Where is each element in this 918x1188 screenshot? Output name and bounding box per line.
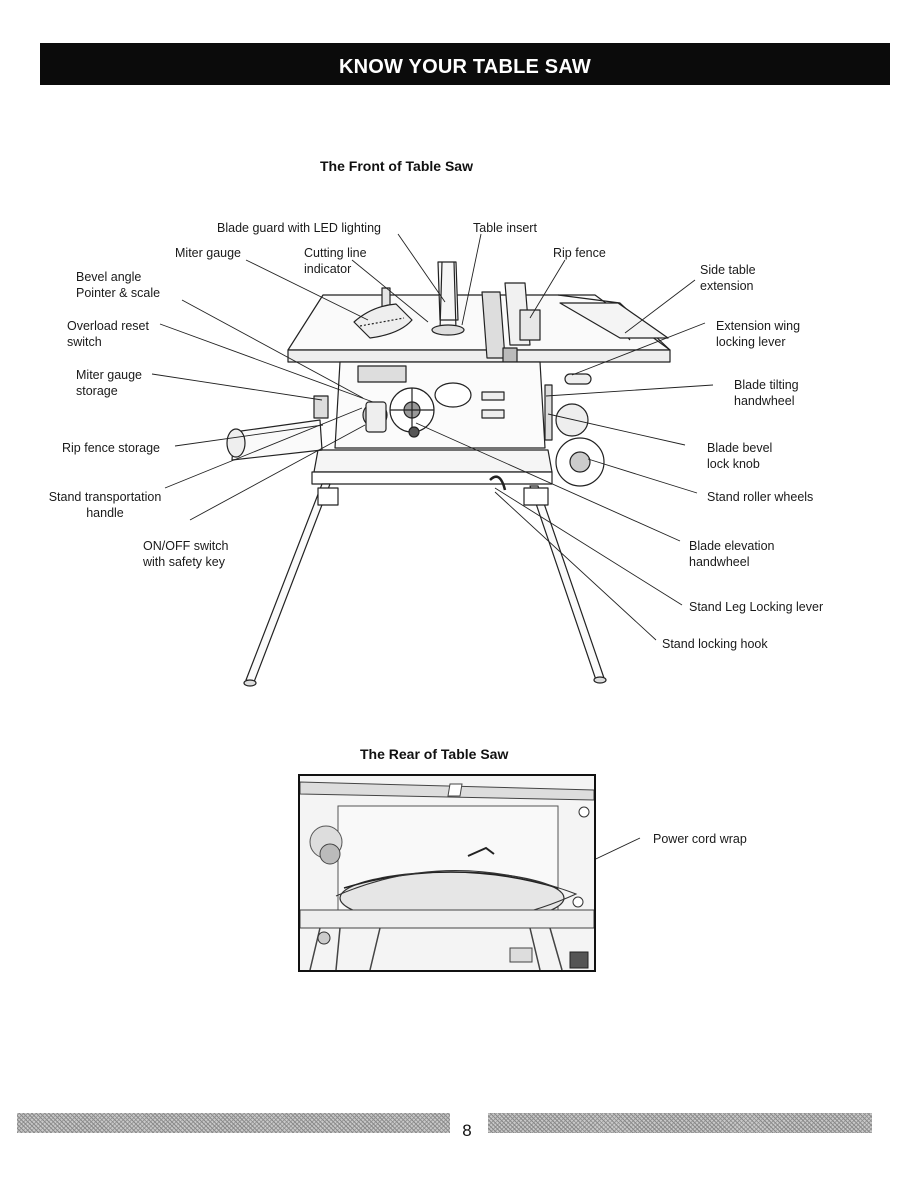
rear-section-title: The Rear of Table Saw	[360, 746, 509, 762]
label-overload: Overload reset switch	[67, 319, 149, 349]
page-header-title: KNOW YOUR TABLE SAW	[339, 56, 591, 78]
rear-saw-photo	[298, 774, 596, 972]
page-number: 8	[462, 1121, 472, 1140]
rear-saw-drawing	[300, 776, 594, 970]
label-onoff-switch: ON/OFF switch with safety key	[143, 539, 229, 569]
page-header-banner: KNOW YOUR TABLE SAW	[40, 43, 890, 85]
label-blade-tilting: Blade tilting handwheel	[734, 378, 799, 408]
label-bevel-lock: Blade bevel lock knob	[707, 441, 773, 471]
label-roller-wheels: Stand roller wheels	[707, 490, 814, 504]
label-miter-storage: Miter gauge storage	[76, 368, 143, 398]
label-power-cord-wrap: Power cord wrap	[653, 832, 747, 846]
label-ext-wing: Extension wing locking lever	[716, 319, 801, 349]
label-rip-fence: Rip fence	[553, 246, 606, 260]
label-locking-hook: Stand locking hook	[662, 637, 768, 651]
footer-bar-left	[17, 1113, 450, 1133]
label-miter-gauge: Miter gauge	[175, 246, 242, 260]
label-rip-storage: Rip fence storage	[62, 441, 160, 455]
label-cutting-line: Cutting line indicator	[304, 246, 367, 276]
label-side-table: Side table extension	[700, 263, 756, 293]
label-blade-guard: Blade guard with LED lighting	[217, 221, 381, 235]
label-table-insert: Table insert	[473, 221, 537, 235]
label-transport-handle: Stand transportation handle	[48, 490, 162, 520]
label-blade-elevation: Blade elevation handwheel	[689, 539, 775, 569]
footer-bar-right	[488, 1113, 872, 1133]
front-section-title: The Front of Table Saw	[320, 158, 473, 174]
label-leg-lever: Stand Leg Locking lever	[689, 600, 824, 614]
label-bevel-angle: Bevel angle Pointer & scale	[76, 270, 161, 300]
